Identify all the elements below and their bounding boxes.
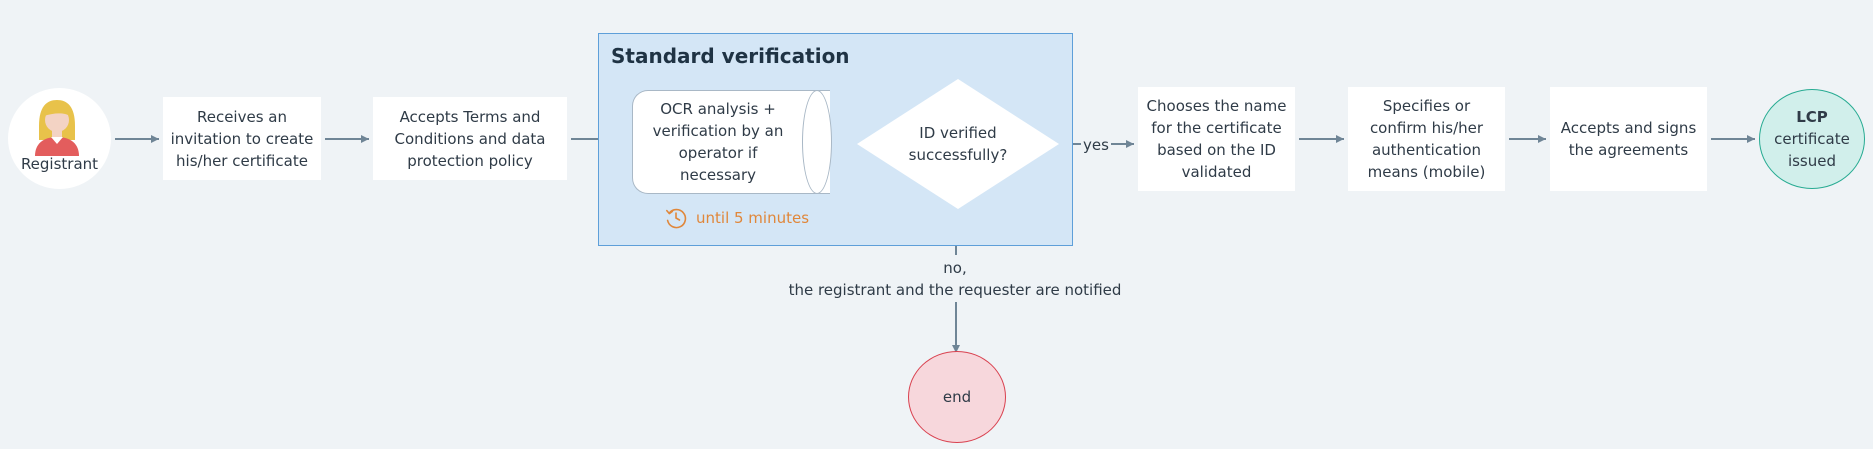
group-title: Standard verification (611, 44, 850, 68)
ocr-step-cap (802, 90, 832, 194)
registrant-avatar-icon (35, 100, 79, 156)
step-sign-agreements: Accepts and signs the agreements (1550, 87, 1707, 191)
no-branch-label: no, the registrant and the requester are… (755, 257, 1155, 301)
step-accept-terms: Accepts Terms and Conditions and data pr… (373, 97, 567, 180)
timer-note: until 5 minutes (665, 207, 809, 229)
issued-subtitle: certificate issued (1774, 130, 1850, 170)
yes-label: yes (1081, 134, 1111, 156)
timer-label: until 5 minutes (696, 209, 810, 227)
step-choose-name: Chooses the name for the certificate bas… (1138, 87, 1295, 191)
end-node: end (908, 351, 1006, 443)
issued-title: LCP (1796, 108, 1828, 126)
decision-diamond (857, 79, 1059, 209)
registrant-label: Registrant (20, 155, 99, 173)
certificate-issued-node: LCP certificate issued (1759, 89, 1865, 189)
step-receive-invitation: Receives an invitation to create his/her… (163, 97, 321, 180)
step-specify-authentication: Specifies or confirm his/her authenticat… (1348, 87, 1505, 191)
decision-id-verified: ID verified successfully? (908, 124, 1008, 164)
clock-icon (666, 208, 687, 229)
ocr-step-shape (632, 90, 830, 194)
step-ocr-analysis: OCR analysis + verification by an operat… (652, 100, 784, 184)
